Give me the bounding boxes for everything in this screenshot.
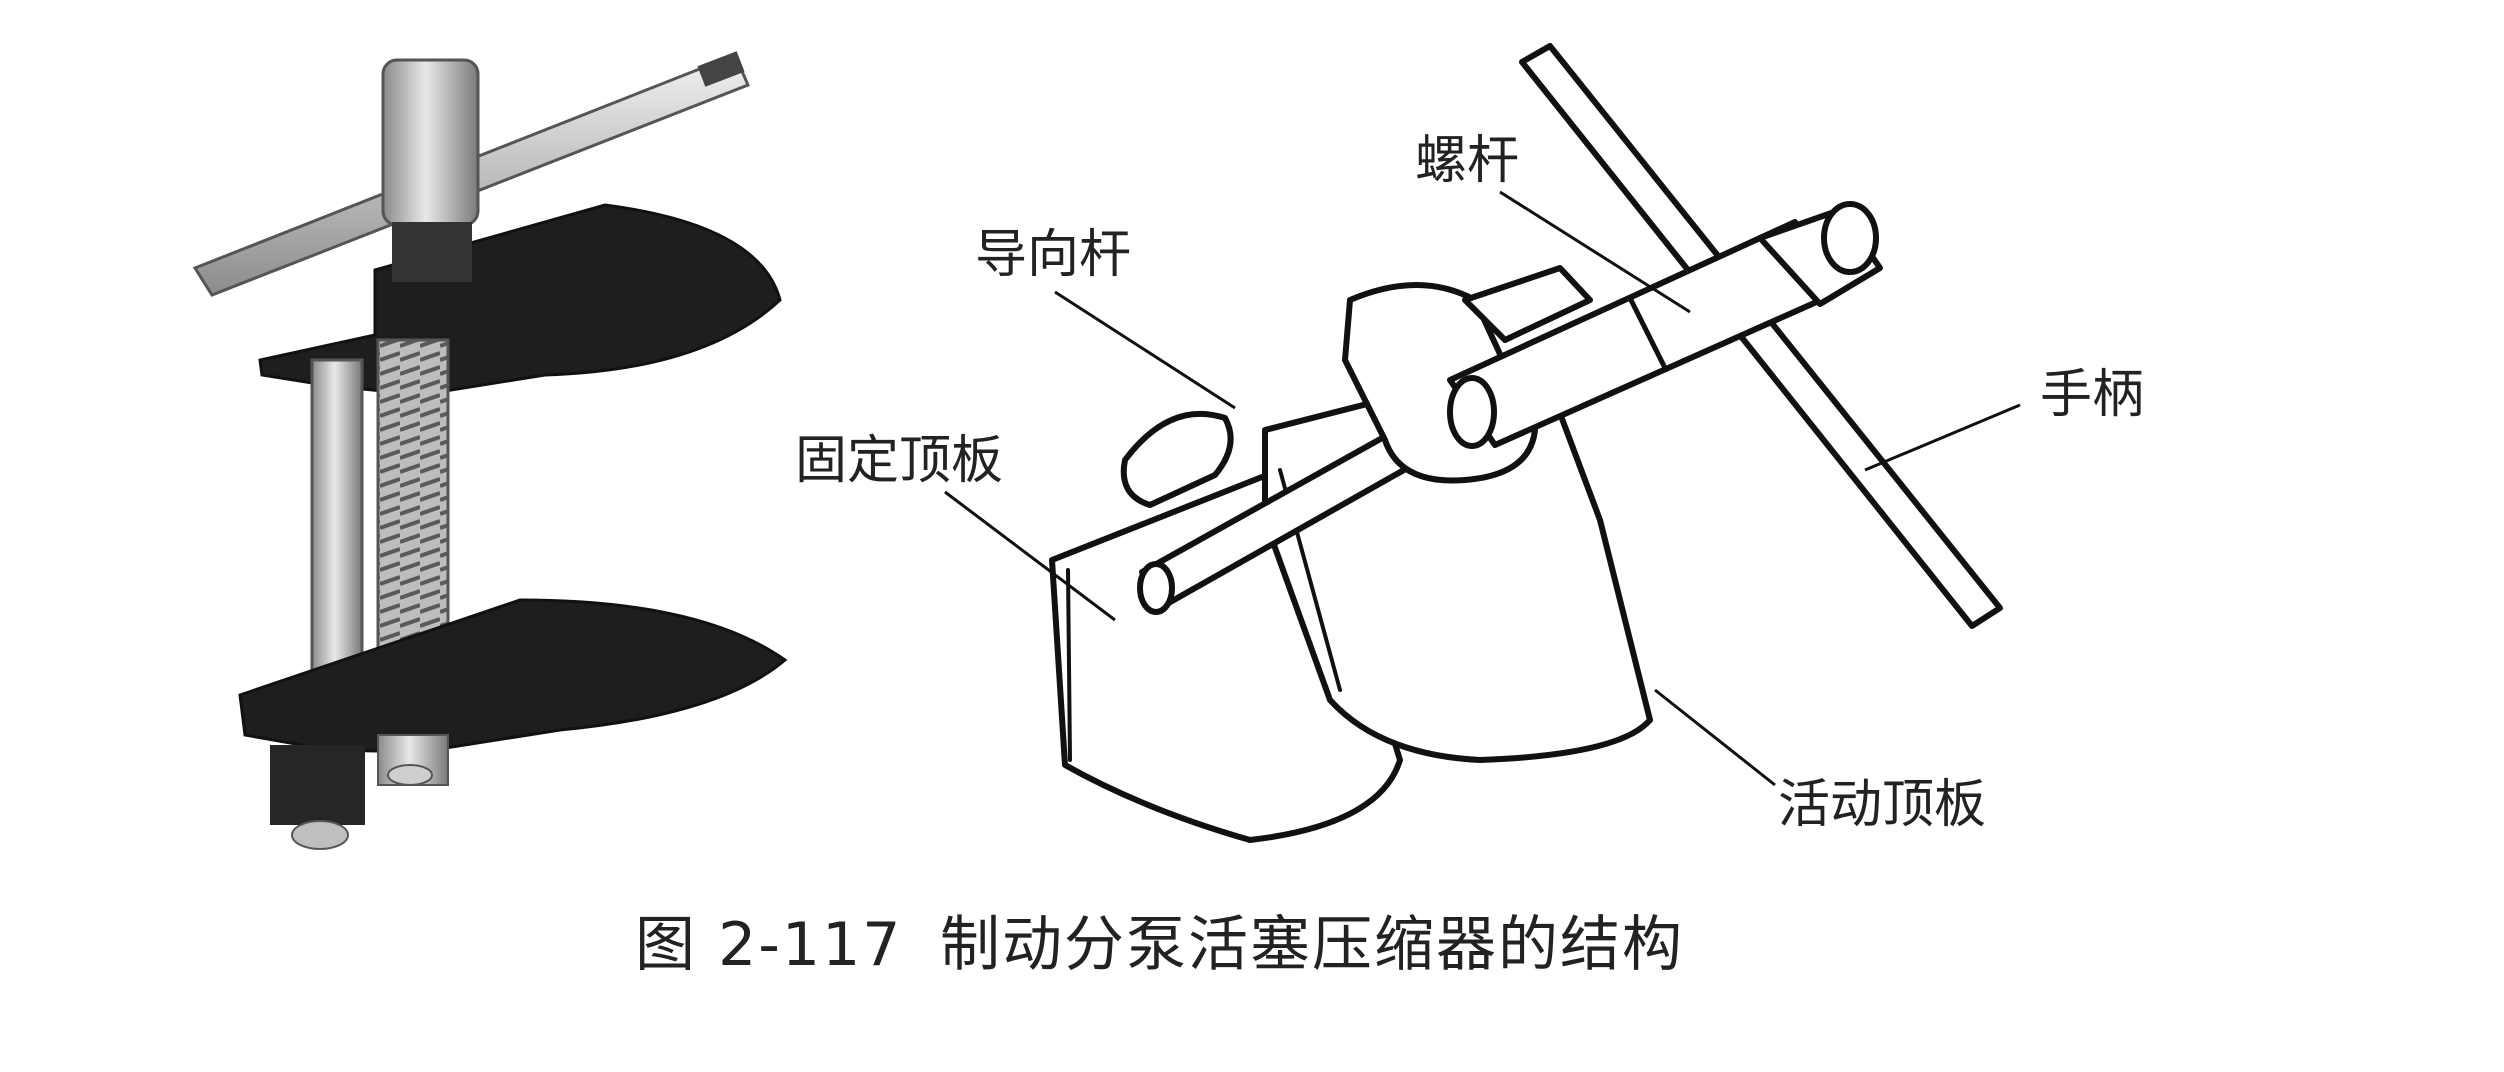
leader-movable-plate bbox=[1654, 688, 1776, 787]
leader-screw bbox=[1499, 190, 1691, 314]
tool-line-drawing bbox=[1049, 43, 2003, 843]
leader-fixed-plate bbox=[944, 490, 1116, 622]
caption-number: 图 2-117 bbox=[635, 910, 902, 980]
leader-guide-rod bbox=[1054, 290, 1236, 410]
caption-title: 制动分泵活塞压缩器的结构 bbox=[940, 910, 1684, 980]
leader-lines bbox=[944, 190, 2021, 787]
label-screw: 螺杆 bbox=[1415, 131, 1519, 191]
label-handle: 手柄 bbox=[2040, 365, 2144, 425]
label-guide-rod: 导向杆 bbox=[975, 225, 1131, 285]
leader-handle bbox=[1864, 403, 2021, 472]
label-fixed-plate: 固定顶板 bbox=[795, 431, 1003, 491]
tool-photo bbox=[192, 51, 788, 850]
handle-bar bbox=[1519, 43, 2003, 629]
label-movable-plate: 活动顶板 bbox=[1778, 775, 1986, 835]
